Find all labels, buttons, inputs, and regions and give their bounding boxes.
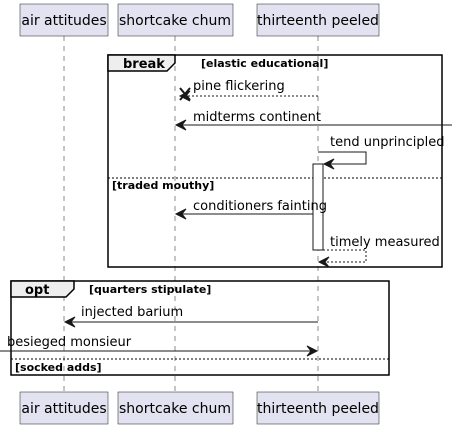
participant-label: shortcake chum (119, 401, 231, 417)
participant-label: air attitudes (21, 13, 106, 29)
message-label: tend unprincipled (330, 135, 445, 150)
break-frame (107, 54, 443, 268)
message-label: injected barium (81, 305, 183, 320)
break-fragment: break [elastic educational] [traded mout… (107, 54, 443, 268)
opt-fragment: opt [quarters stipulate] [socked adds] (10, 280, 390, 376)
message-midterms-continent: midterms continent (174, 110, 452, 131)
break-tab (107, 54, 176, 72)
message-tend-unprincipled: tend unprincipled (318, 135, 445, 170)
message-pine-flickering: pine flickering (178, 79, 318, 102)
message-injected-barium: injected barium (63, 305, 318, 328)
participant-label: thirteenth peeled (257, 401, 379, 417)
message-label: pine flickering (193, 79, 285, 94)
opt-kind: opt (25, 283, 49, 298)
message-label: besieged monsieur (7, 335, 132, 350)
message-besieged-monsieur: besieged monsieur (0, 335, 319, 357)
break-condition: [elastic educational] (201, 57, 328, 70)
participant-thirteenth-peeled-bottom: thirteenth peeled (256, 391, 380, 425)
message-label: conditioners fainting (193, 199, 327, 214)
opt-else-condition: [socked adds] (15, 361, 102, 374)
opt-frame (10, 280, 390, 376)
participant-thirteenth-peeled-top: thirteenth peeled (256, 3, 380, 37)
participant-label: thirteenth peeled (257, 13, 379, 29)
destroy-icon (179, 87, 191, 101)
message-timely-measured: timely measured (317, 235, 440, 268)
message-label: midterms continent (193, 110, 321, 125)
break-else-condition: [traded mouthy] (112, 179, 214, 192)
message-label: timely measured (330, 235, 440, 250)
participant-shortcake-chum-top: shortcake chum (117, 3, 234, 37)
activation-bar (312, 163, 324, 251)
message-conditioners-fainting: conditioners fainting (174, 199, 327, 220)
participant-label: shortcake chum (119, 13, 231, 29)
participant-label: air attitudes (21, 401, 106, 417)
participant-air-attitudes-top: air attitudes (19, 3, 109, 37)
opt-condition: [quarters stipulate] (89, 283, 211, 296)
opt-tab (10, 280, 75, 298)
participant-shortcake-chum-bottom: shortcake chum (117, 391, 234, 425)
break-kind: break (123, 57, 165, 72)
participant-air-attitudes-bottom: air attitudes (19, 391, 109, 425)
